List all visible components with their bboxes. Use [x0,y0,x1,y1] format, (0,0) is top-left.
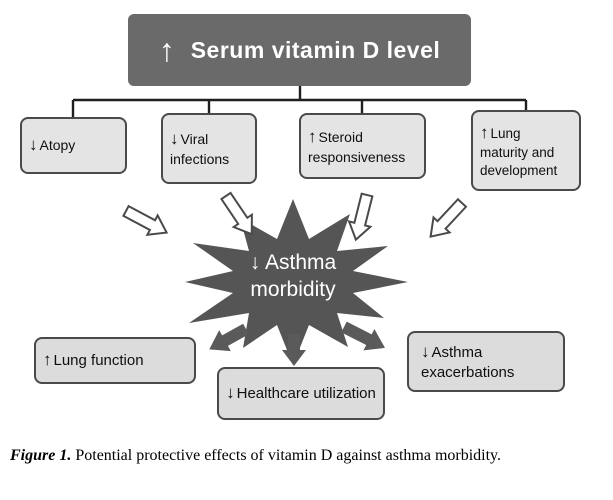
asthma-morbidity-starburst [185,199,408,365]
up-arrow-icon: ↑ [308,126,317,146]
up-arrow-icon: ↑ [43,350,52,370]
asthma-text: Asthma [264,251,337,274]
morbidity-text: morbidity [250,278,336,302]
factor-box-lung-maturity: ↑Lung maturity and development [471,110,581,191]
morbidity-to-lung-function-arrow [209,323,249,352]
atopy-to-morbidity-arrow [122,204,169,237]
down-arrow-icon: ↓ [29,135,38,155]
down-arrow-icon: ↓ [249,251,261,274]
outcome-label-healthcare-utilization: Healthcare utilization [236,385,376,403]
outcome-box-lung-function-content: ↑Lung function [43,349,187,371]
outcome-box-healthcare-content: ↓Healthcare utilization [226,382,376,404]
outcome-box-asthma-exacerbations: ↓Asthma exacerbations [407,331,565,392]
morbidity-to-healthcare-arrow [282,334,306,366]
factor-box-atopy-content: ↓Atopy [29,134,118,156]
caption-figure-number: Figure 1. [10,447,72,464]
connector-lines [71,86,528,117]
asthma-morbidity-line1: ↓ Asthma [204,249,382,276]
outcome-box-exacerbations-content: ↓Asthma exacerbations [421,341,556,383]
outcome-label-lung-function: Lung function [53,352,144,370]
outcome-box-healthcare-utilization: ↓Healthcare utilization [217,367,385,420]
morbidity-to-exacerbations-arrow [341,321,385,351]
up-arrow-icon: ↑ [480,122,489,142]
lung-maturity-to-morbidity-arrow [429,197,468,238]
factor-label-viral-infections: Viral infections [170,131,230,168]
viral-to-morbidity-arrow [220,191,253,236]
factor-box-viral-infections: ↓Viral infections [161,113,257,184]
down-arrow-icon: ↓ [226,383,235,403]
factor-label-lung-maturity: Lung maturity and development [480,125,558,178]
outcome-box-lung-function: ↑Lung function [34,337,196,384]
serum-vitamin-d-box: ↑ Serum vitamin D level [128,14,471,86]
down-arrow-icon: ↓ [421,341,430,361]
factor-box-steroid-responsiveness: ↑Steroid responsiveness [299,113,426,179]
factor-box-steroid-content: ↑Steroid responsiveness [308,126,417,166]
outcome-label-asthma-exacerbations: Asthma exacerbations [421,343,515,381]
factor-label-atopy: Atopy [39,137,76,154]
steroid-to-morbidity-arrow [347,192,374,242]
figure-caption: Figure 1. Potential protective effects o… [10,444,550,468]
asthma-morbidity-label: ↓ Asthma morbidity [204,249,382,304]
caption-text: Potential protective effects of vitamin … [75,447,502,464]
serum-vitamin-d-label: Serum vitamin D level [190,36,441,63]
factor-box-viral-content: ↓Viral infections [170,128,248,168]
factor-label-steroid-responsiveness: Steroid responsiveness [308,128,406,165]
factor-box-lung-maturity-content: ↑Lung maturity and development [480,122,572,179]
factor-box-atopy: ↓Atopy [20,117,127,174]
up-arrow-icon: ↑ [158,32,175,68]
down-arrow-icon: ↓ [170,129,179,149]
